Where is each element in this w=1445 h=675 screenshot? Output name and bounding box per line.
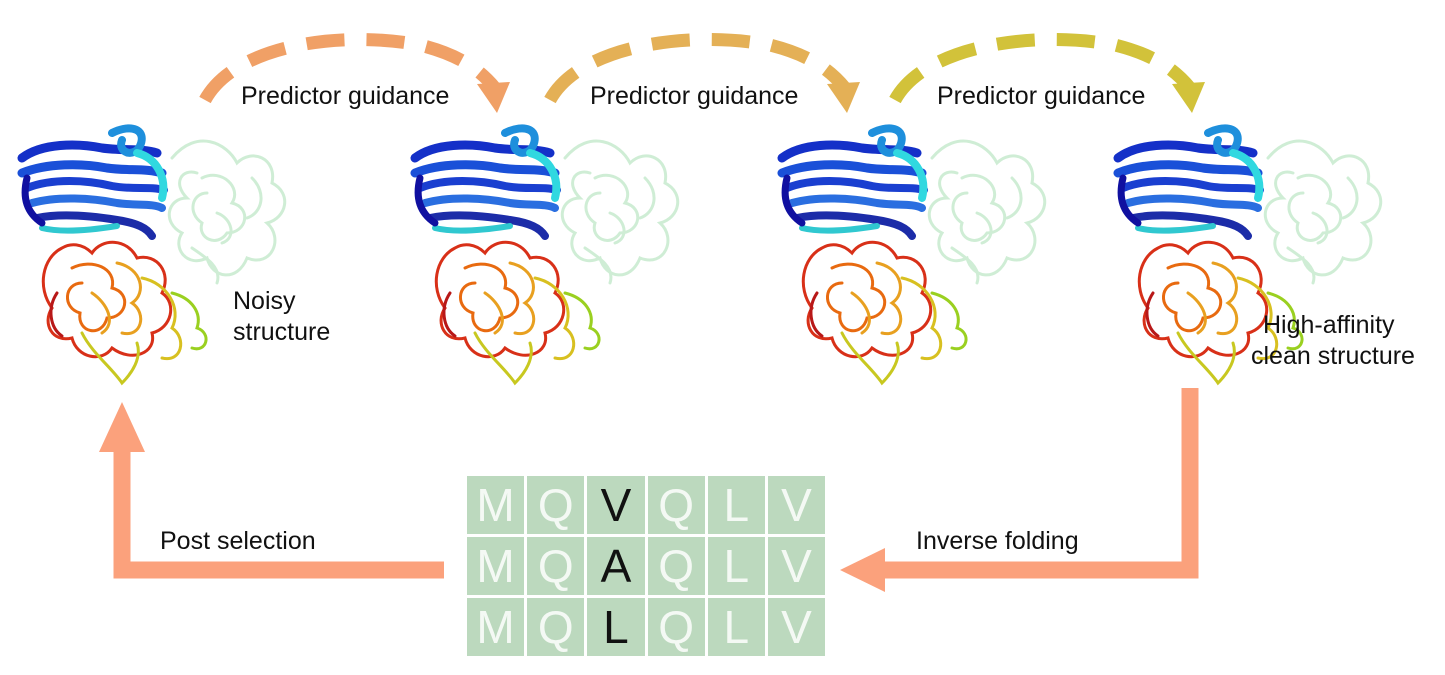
guidance-label-1: Predictor guidance: [241, 82, 450, 110]
guidance-arrow-3: [889, 33, 1205, 113]
sequence-cell: L: [707, 537, 765, 595]
clean-label-line-2: clean structure: [1251, 342, 1415, 370]
guidance-label-3: Predictor guidance: [937, 82, 1146, 110]
sequence-cell: V: [767, 537, 825, 595]
inverse-folding-arrow: [840, 388, 1199, 592]
sequence-cell: Q: [527, 476, 585, 534]
sequence-cell: Q: [647, 598, 705, 656]
sequence-cell: M: [467, 598, 525, 656]
sequence-cell: M: [467, 476, 525, 534]
sequence-cell: Q: [647, 476, 705, 534]
sequence-cell: L: [707, 476, 765, 534]
sequence-cell: M: [467, 537, 525, 595]
protein-structure-step-2: [415, 128, 678, 383]
guidance-arrow-2: [544, 33, 860, 113]
sequence-cell: V: [767, 598, 825, 656]
sequence-cell: L: [707, 598, 765, 656]
sequence-cell: Q: [647, 537, 705, 595]
clean-label-line-1: High-affinity: [1263, 311, 1395, 339]
inverse-folding-label: Inverse folding: [916, 527, 1079, 555]
sequence-cell: A: [587, 537, 645, 595]
post-selection-arrow: [99, 402, 444, 579]
noisy-structure-label: Noisy structure: [233, 286, 330, 348]
noisy-label-line-2: structure: [233, 318, 331, 346]
protein-structure-step-3: [782, 128, 1045, 383]
sequence-cell: V: [587, 476, 645, 534]
clean-structure-label: High-affinity clean structure: [1251, 310, 1415, 372]
sequence-cell: Q: [527, 598, 585, 656]
sequence-cell: Q: [527, 537, 585, 595]
post-selection-label: Post selection: [160, 527, 316, 555]
noisy-label-line-1: Noisy: [233, 287, 296, 315]
guidance-arrow-1: [199, 33, 510, 113]
guidance-label-2: Predictor guidance: [590, 82, 799, 110]
sequence-cell: L: [587, 598, 645, 656]
sequence-cell: V: [767, 476, 825, 534]
